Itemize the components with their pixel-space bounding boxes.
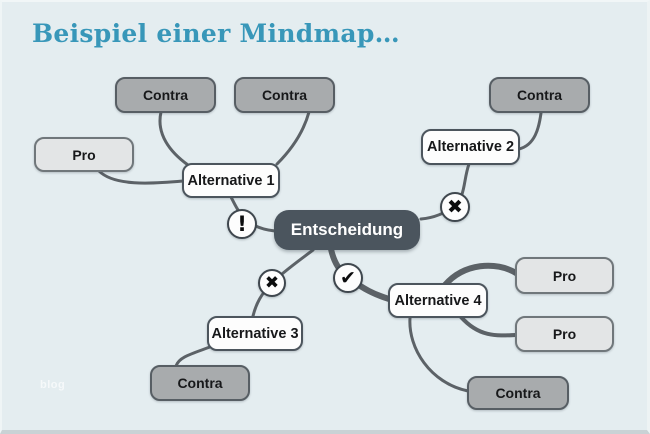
- cross-icon[interactable]: ✖: [440, 192, 470, 222]
- check-icon[interactable]: ✔: [333, 263, 363, 293]
- node-root-entscheidung[interactable]: Entscheidung: [274, 210, 420, 250]
- node-label: Contra: [516, 87, 563, 103]
- node-label: Pro: [552, 267, 577, 284]
- node-contra-top-2[interactable]: Contra: [234, 77, 335, 113]
- node-contra-bottom-left[interactable]: Contra: [150, 365, 250, 401]
- node-label: Contra: [261, 87, 308, 103]
- watermark: blog: [40, 379, 66, 391]
- edge-pro-alt1: [97, 169, 185, 185]
- node-alternative-2[interactable]: Alternative 2: [421, 129, 520, 165]
- node-label: Pro: [552, 326, 577, 342]
- node-label: Alternative 4: [394, 292, 482, 309]
- node-label: Entscheidung: [290, 220, 404, 239]
- node-label: Alternative 3: [211, 325, 299, 342]
- node-label: Alternative 2: [426, 139, 515, 155]
- edge-alt4-pro1: [442, 262, 519, 288]
- edge-contra2-alt1: [275, 110, 311, 166]
- node-pro-right-2[interactable]: Pro: [515, 316, 614, 352]
- page-title: Beispiel einer Mindmap…: [32, 19, 400, 48]
- node-alternative-3[interactable]: Alternative 3: [207, 316, 303, 351]
- node-alternative-1[interactable]: Alternative 1: [182, 163, 280, 198]
- node-label: Pro: [72, 146, 96, 163]
- node-alternative-4[interactable]: Alternative 4: [388, 283, 488, 318]
- edge-alt2-contra: [517, 111, 543, 151]
- exclamation-icon[interactable]: !: [227, 209, 257, 239]
- cross-icon[interactable]: ✖: [258, 269, 286, 297]
- edge-alt4-contra: [408, 316, 470, 393]
- node-label: Contra: [142, 87, 189, 103]
- node-label: Alternative 1: [187, 172, 275, 189]
- node-label: Contra: [495, 385, 541, 401]
- node-contra-top-1[interactable]: Contra: [115, 77, 216, 113]
- edge-alt3-contra: [174, 345, 212, 368]
- edge-contra1-alt1: [158, 110, 190, 167]
- node-contra-bottom-right[interactable]: Contra: [467, 376, 569, 410]
- node-pro-right-1[interactable]: Pro: [515, 257, 614, 294]
- node-pro-top-left[interactable]: Pro: [34, 137, 134, 172]
- node-label: Contra: [177, 375, 223, 391]
- node-contra-top-right[interactable]: Contra: [489, 77, 590, 113]
- edge-alt4-pro2: [459, 315, 518, 338]
